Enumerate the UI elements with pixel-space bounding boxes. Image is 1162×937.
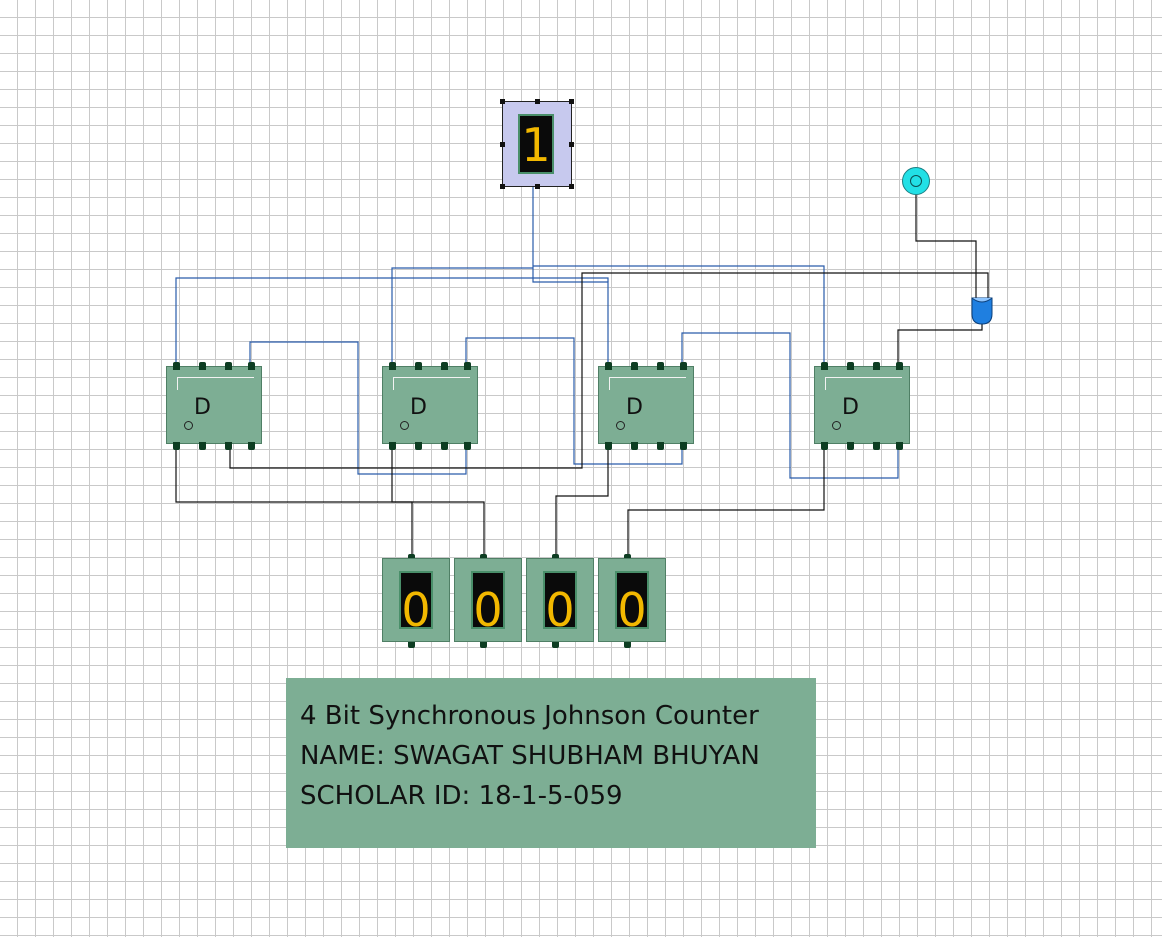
output-display-q2[interactable]: 0: [526, 558, 594, 642]
pin-connector[interactable]: [248, 362, 255, 370]
name-line: NAME: SWAGAT SHUBHAM BHUYAN: [300, 741, 760, 771]
pin-connector[interactable]: [173, 362, 180, 370]
pin-connector[interactable]: [225, 362, 232, 370]
wire-ff3-q2: [555, 448, 609, 558]
pin-connector[interactable]: [415, 362, 422, 370]
ff-outline: [393, 377, 470, 390]
wire-clock-ff2: [533, 265, 825, 366]
pin-connector[interactable]: [873, 442, 880, 450]
scholar-id-line: SCHOLAR ID: 18-1-5-059: [300, 781, 623, 811]
title-line: 4 Bit Synchronous Johnson Counter: [300, 701, 759, 731]
selection-handle[interactable]: [569, 99, 574, 104]
pin-connector[interactable]: [847, 362, 854, 370]
pin-connector[interactable]: [680, 362, 687, 370]
display-screen: 0: [615, 571, 649, 633]
pin-connector[interactable]: [821, 362, 828, 370]
pin-connector[interactable]: [225, 442, 232, 450]
selection-handle[interactable]: [500, 142, 505, 147]
ff-label: D: [626, 395, 643, 420]
wire-clock-top: [175, 277, 609, 366]
selection-handle[interactable]: [535, 184, 540, 189]
pin-connector[interactable]: [896, 362, 903, 370]
display-screen: 0: [471, 571, 505, 633]
clock-bubble-icon: [400, 421, 409, 430]
output-display-q0[interactable]: 0: [382, 558, 450, 642]
pin-connector[interactable]: [173, 442, 180, 450]
pin-connector[interactable]: [480, 640, 487, 648]
pin-connector[interactable]: [631, 442, 638, 450]
display-digit: 0: [617, 583, 647, 637]
wire-clock: [532, 187, 609, 366]
display-screen: 0: [399, 571, 433, 633]
clock-display-screen: 1: [518, 114, 554, 174]
wire-ff2-q1: [391, 448, 413, 558]
pin-connector[interactable]: [408, 640, 415, 648]
pin-connector[interactable]: [389, 442, 396, 450]
pin-connector[interactable]: [680, 442, 687, 450]
pin-connector[interactable]: [389, 362, 396, 370]
wire-gate-ff4: [897, 322, 983, 366]
pin-connector[interactable]: [657, 362, 664, 370]
selection-handle[interactable]: [569, 142, 574, 147]
pin-connector[interactable]: [821, 442, 828, 450]
d-flip-flop-3[interactable]: D: [598, 366, 694, 444]
clock-bubble-icon: [184, 421, 193, 430]
selection-handle[interactable]: [500, 184, 505, 189]
output-display-q1[interactable]: 0: [454, 558, 522, 642]
pin-connector[interactable]: [896, 442, 903, 450]
display-digit: 0: [401, 583, 431, 637]
led-indicator[interactable]: [902, 167, 930, 195]
display-digit: 0: [545, 583, 575, 637]
pin-connector[interactable]: [199, 362, 206, 370]
wire-led-gate: [915, 195, 977, 298]
selection-handle[interactable]: [535, 99, 540, 104]
ff-outline: [825, 377, 902, 390]
clock-input-display[interactable]: 1: [500, 99, 574, 189]
pin-connector[interactable]: [605, 442, 612, 450]
ff-outline: [609, 377, 686, 390]
pin-connector[interactable]: [657, 442, 664, 450]
wire-clock-ff1: [391, 267, 533, 366]
output-display-q3[interactable]: 0: [598, 558, 666, 642]
ff-label: D: [842, 395, 859, 420]
pin-connector[interactable]: [605, 362, 612, 370]
pin-connector[interactable]: [464, 442, 471, 450]
d-flip-flop-2[interactable]: D: [382, 366, 478, 444]
selection-handle[interactable]: [500, 99, 505, 104]
display-digit: 0: [473, 583, 503, 637]
clock-bubble-icon: [616, 421, 625, 430]
nor-gate-icon[interactable]: [970, 296, 994, 326]
selection-handle[interactable]: [569, 184, 574, 189]
display-screen: 0: [543, 571, 577, 633]
pin-connector[interactable]: [847, 442, 854, 450]
pin-connector[interactable]: [464, 362, 471, 370]
pin-connector[interactable]: [441, 362, 448, 370]
wire-ff1-q0: [175, 448, 485, 558]
ff-label: D: [410, 395, 427, 420]
pin-connector[interactable]: [873, 362, 880, 370]
clock-display-digit: 1: [521, 118, 551, 172]
pin-connector[interactable]: [248, 442, 255, 450]
pin-connector[interactable]: [199, 442, 206, 450]
ff-label: D: [194, 395, 211, 420]
pin-connector[interactable]: [441, 442, 448, 450]
clock-bubble-icon: [832, 421, 841, 430]
d-flip-flop-4[interactable]: D: [814, 366, 910, 444]
pin-connector[interactable]: [552, 640, 559, 648]
led-ring: [910, 175, 922, 187]
ff-outline: [177, 377, 254, 390]
title-label-box[interactable]: 4 Bit Synchronous Johnson Counter NAME: …: [286, 678, 816, 848]
pin-connector[interactable]: [624, 640, 631, 648]
pin-connector[interactable]: [631, 362, 638, 370]
wire-ff4-q3: [627, 448, 825, 558]
pin-connector[interactable]: [415, 442, 422, 450]
d-flip-flop-1[interactable]: D: [166, 366, 262, 444]
